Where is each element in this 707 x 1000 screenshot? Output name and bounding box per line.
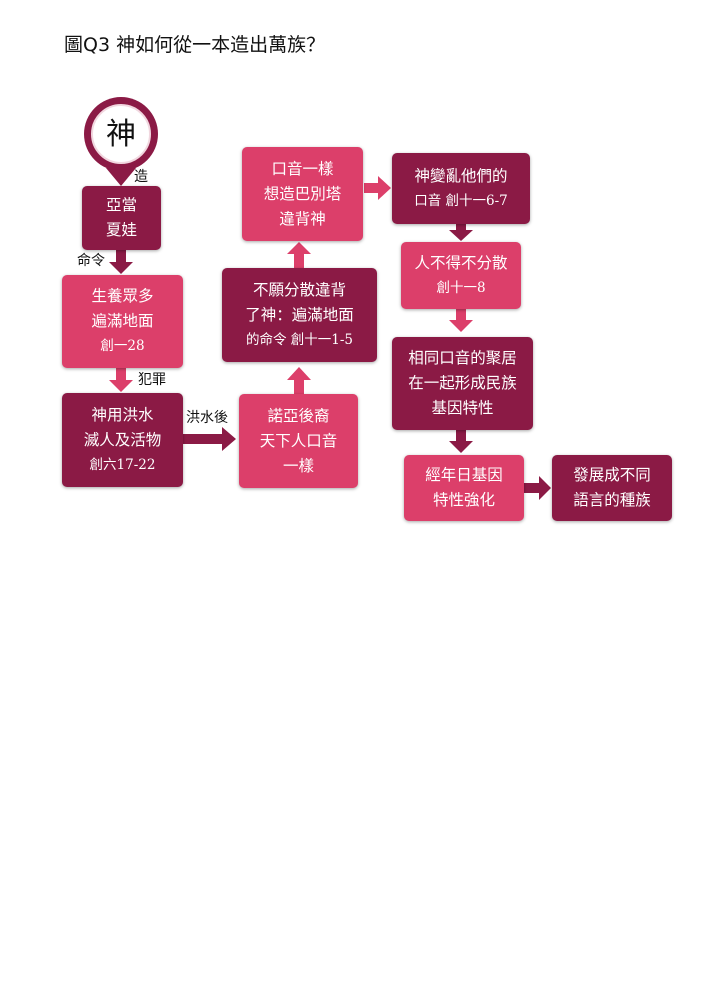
node-adam-eve-line2: 夏娃	[105, 221, 137, 239]
god-text: 神	[106, 117, 136, 152]
node-gather-line1: 相同口音的聚居	[408, 349, 517, 367]
page-title: 圖Q3 神如何從一本造出萬族？	[64, 34, 326, 56]
arrow-noah-to-unwilling	[287, 367, 311, 394]
node-noah-line3: 一樣	[282, 456, 314, 475]
arrow-confuse-to-cannot	[449, 224, 473, 241]
node-multiply-line3: 創一28	[100, 338, 145, 354]
node-gather-line2: 在一起形成民族	[408, 374, 517, 392]
arrow-strengthen-to-develop	[524, 476, 551, 500]
node-flood-line2: 滅人及活物	[83, 430, 162, 449]
node-adam-eve: 亞當 夏娃	[82, 186, 161, 250]
node-unwilling-line3: 的命令 創十一1-5	[245, 331, 354, 348]
sin-label: 犯罪	[138, 372, 166, 388]
node-unwilling-line2: 了神：遍滿地面	[245, 305, 354, 324]
node-cannot-line1: 人不得不分散	[414, 253, 508, 272]
node-develop-line1: 發展成不同	[573, 466, 651, 484]
create-label: 造	[134, 169, 148, 185]
node-cannot-line2: 創十一8	[436, 279, 486, 296]
arrow-gather-to-strengthen	[449, 430, 473, 453]
arrow-cannot-to-gather	[449, 309, 473, 332]
node-cannot: 人不得不分散 創十一8	[401, 242, 521, 309]
node-babel-line1: 口音一樣	[271, 159, 334, 178]
node-noah-line2: 天下人口音	[259, 431, 338, 450]
node-confuse: 神變亂他們的 口音 創十一6-7	[392, 153, 530, 224]
node-gather: 相同口音的聚居 在一起形成民族 基因特性	[392, 337, 533, 430]
node-babel-line2: 想造巴別塔	[263, 184, 342, 203]
node-strengthen-line2: 特性強化	[432, 491, 495, 509]
node-noah: 諾亞後裔 天下人口音 一樣	[239, 394, 358, 488]
node-flood-line1: 神用洪水	[91, 405, 154, 424]
node-multiply-line2: 遍滿地面	[91, 312, 154, 330]
arrow-multiply-to-flood	[109, 368, 133, 392]
node-adam-eve-line1: 亞當	[105, 196, 137, 214]
node-unwilling: 不願分散違背 了神：遍滿地面 的命令 創十一1-5	[222, 268, 377, 362]
node-multiply: 生養眾多 遍滿地面 創一28	[62, 275, 183, 368]
node-babel: 口音一樣 想造巴別塔 違背神	[242, 147, 363, 241]
command-label: 命令	[77, 253, 105, 269]
arrow-unwilling-to-babel	[287, 242, 311, 268]
arrow-adam-to-multiply	[109, 250, 133, 274]
after-flood-label: 洪水後	[186, 410, 228, 426]
node-unwilling-line1: 不願分散違背	[252, 280, 346, 299]
node-strengthen: 經年日基因 特性強化	[404, 455, 524, 521]
node-flood-line3: 創六17-22	[89, 456, 156, 473]
god-badge	[84, 97, 158, 186]
node-flood: 神用洪水 滅人及活物 創六17-22	[62, 393, 183, 487]
node-babel-line3: 違背神	[279, 209, 326, 228]
node-strengthen-line1: 經年日基因	[425, 466, 503, 484]
node-develop-line2: 語言的種族	[573, 491, 651, 509]
node-confuse-line2: 口音 創十一6-7	[414, 192, 508, 209]
node-gather-line3: 基因特性	[431, 399, 494, 417]
node-multiply-line1: 生養眾多	[91, 287, 154, 305]
node-noah-line1: 諾亞後裔	[267, 406, 330, 425]
arrow-babel-to-confuse	[364, 176, 391, 200]
node-confuse-line1: 神變亂他們的	[414, 166, 508, 185]
arrow-flood-to-noah	[183, 427, 236, 451]
node-develop: 發展成不同 語言的種族	[552, 455, 672, 521]
